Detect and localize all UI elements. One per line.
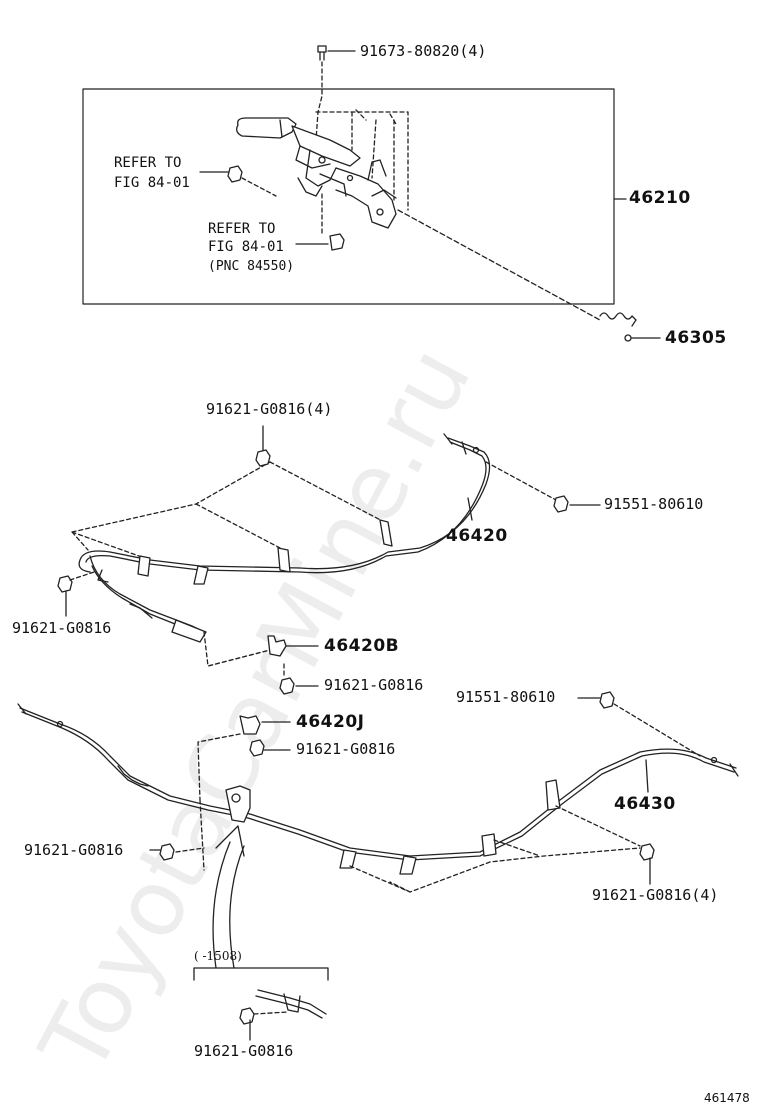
bolt-91551-a-icon [553,495,569,513]
label-refer-to-2: REFER TO [208,221,276,237]
label-91551-80610-a: 91551-80610 [604,495,704,513]
spring-46305-icon [599,312,637,342]
label-46305: 46305 [665,328,727,348]
label-range-1508: ( -1508) [194,949,242,963]
bolt-91551-b-icon [599,691,615,709]
label-refer-to-1: REFER TO [114,155,182,171]
label-91673-80820: 91673-80820(4) [360,42,487,60]
label-fig-84-01-2: FIG 84-01 [208,239,284,255]
lever-assembly-frame [82,88,615,305]
label-91621-G0816-j: 91621-G0816 [296,740,396,758]
label-91621-G0816-left: 91621-G0816 [12,619,112,637]
refer-bolt-1-icon [227,165,243,183]
bracket-46420J-icon [239,715,261,735]
bolt-91621-r4-icon [639,843,655,861]
dash-91673 [315,61,323,141]
cable-46420-icon [78,433,491,643]
cable-46430-icon [17,703,739,875]
label-46420J: 46420J [296,712,365,732]
label-fig-84-01-1: FIG 84-01 [114,175,190,191]
bolt-91621-mid-icon [159,843,175,861]
label-91621-G0816-b: 91621-G0816 [324,676,424,694]
inset-cable-icon [239,989,327,1025]
label-46210: 46210 [629,188,691,208]
bolt-91621-top-icon [255,425,271,467]
label-91621-G0816-mid: 91621-G0816 [24,841,124,859]
arrow-icon [212,825,245,969]
label-46420: 46420 [446,526,508,546]
bolt-91621-b-icon [279,677,295,695]
label-91551-80610-b: 91551-80610 [456,688,556,706]
bolt-91673-icon [317,45,327,61]
label-91621-G0816-bottom: 91621-G0816 [194,1042,294,1060]
bolt-91621-j-icon [249,739,265,757]
figure-number: 461478 [704,1091,750,1105]
label-46420B: 46420B [324,636,400,656]
inset-divider [193,967,329,981]
label-46430: 46430 [614,794,676,814]
refer-bolt-2-icon [329,233,345,251]
label-pnc-84550: (PNC 84550) [208,259,295,274]
label-91621-G0816-4-right: 91621-G0816(4) [592,886,719,904]
parking-brake-lever-icon [236,117,397,229]
bolt-91621-left-icon [57,575,73,593]
label-91621-G0816-4-top: 91621-G0816(4) [206,400,333,418]
bracket-46420B-icon [267,635,287,657]
